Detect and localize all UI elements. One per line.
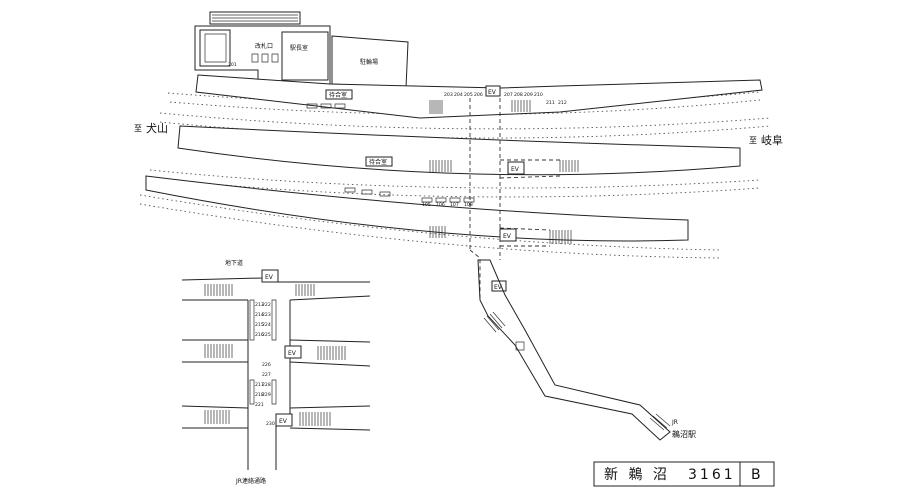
inset-226-label: 226 [262,362,271,368]
inset-217-label: 217 [255,382,264,388]
stair-203-label: 203 [444,92,453,98]
inset-228-label: 228 [262,382,271,388]
inset-underground-diagram [181,269,371,470]
inset-227-label: 227 [262,372,271,378]
staircases [429,100,671,431]
gate-number-label: 201 [228,62,237,68]
jr-station-label: 鵜沼駅 [672,429,696,439]
inset-title: 地下道 [225,259,243,267]
east-direction-prefix: 至 [749,136,757,145]
waiting-room-1-label: 待合室 [329,91,347,99]
jr-connecting-passage-label: JR連絡通路 [235,477,266,485]
underground-passages [469,98,561,300]
bicycle-parking-label: 駐輪場 [360,58,378,66]
inset-elevator-1-label: EV [265,274,274,281]
inset-224-label: 224 [262,322,271,328]
stair-210-label: 210 [534,92,543,98]
stair-205-label: 205 [464,92,473,98]
inset-230-label: 230 [266,421,275,427]
stair-107-label: 107 [450,202,459,208]
stair-105-label: 105 [422,202,431,208]
elevator-1-label: EV [488,89,497,96]
inset-229-label: 229 [262,392,271,398]
elevator-1 [485,85,501,97]
inset-216-label: 216 [255,332,264,338]
ticket-gate-label: 改札口 [255,42,273,50]
platform-shelters [306,103,475,203]
stair-206-label: 206 [474,92,483,98]
inset-222-label: 222 [262,302,271,308]
stair-204-label: 204 [454,92,463,98]
waiting-room-2-label: 待合室 [369,158,387,166]
inset-214-label: 214 [255,312,264,318]
stair-208-label: 208 [514,92,523,98]
station-master-room-label: 駅長室 [290,44,308,52]
station-code: 3161 [688,467,736,483]
elevator-4-label: EV [494,284,503,291]
inset-218-label: 218 [255,392,264,398]
east-direction-label: 岐阜 [761,134,783,147]
stair-212-label: 212 [558,100,567,106]
west-direction-label: 犬山 [146,121,168,135]
sheet-letter: B [751,467,764,483]
west-direction-prefix: 至 [134,124,142,133]
stair-108-label: 108 [464,202,473,208]
elevator-2 [507,161,525,175]
inset-elevator-3-label: EV [279,418,288,425]
stair-number-labels: 203 204 205 206 207 208 209 210 211 212 … [422,92,567,208]
inset-215-label: 215 [255,322,264,328]
inset-221-label: 221 [255,402,264,408]
waiting-room-2 [365,156,393,167]
jr-label: JR [671,419,678,426]
inset-225-label: 225 [262,332,271,338]
inset-213-label: 213 [255,302,264,308]
elevator-3-label: EV [503,233,512,240]
title-block [593,461,775,487]
jr-connecting-passage [477,259,671,441]
platform-3 [145,175,689,242]
inset-223-label: 223 [262,312,271,318]
platform-1 [195,74,763,119]
station-name: 新 鵜 沼 [604,467,670,483]
inset-number-labels: 213 214 215 216 217 218 221 222 223 224 … [255,302,275,427]
stair-106-label: 106 [436,202,445,208]
elevator-2-label: EV [511,166,520,173]
inset-elevator-2-label: EV [288,350,297,357]
platform-2 [177,125,741,176]
stair-211-label: 211 [546,100,555,106]
waiting-room-1 [325,89,353,100]
stair-207-label: 207 [504,92,513,98]
stair-209-label: 209 [524,92,533,98]
